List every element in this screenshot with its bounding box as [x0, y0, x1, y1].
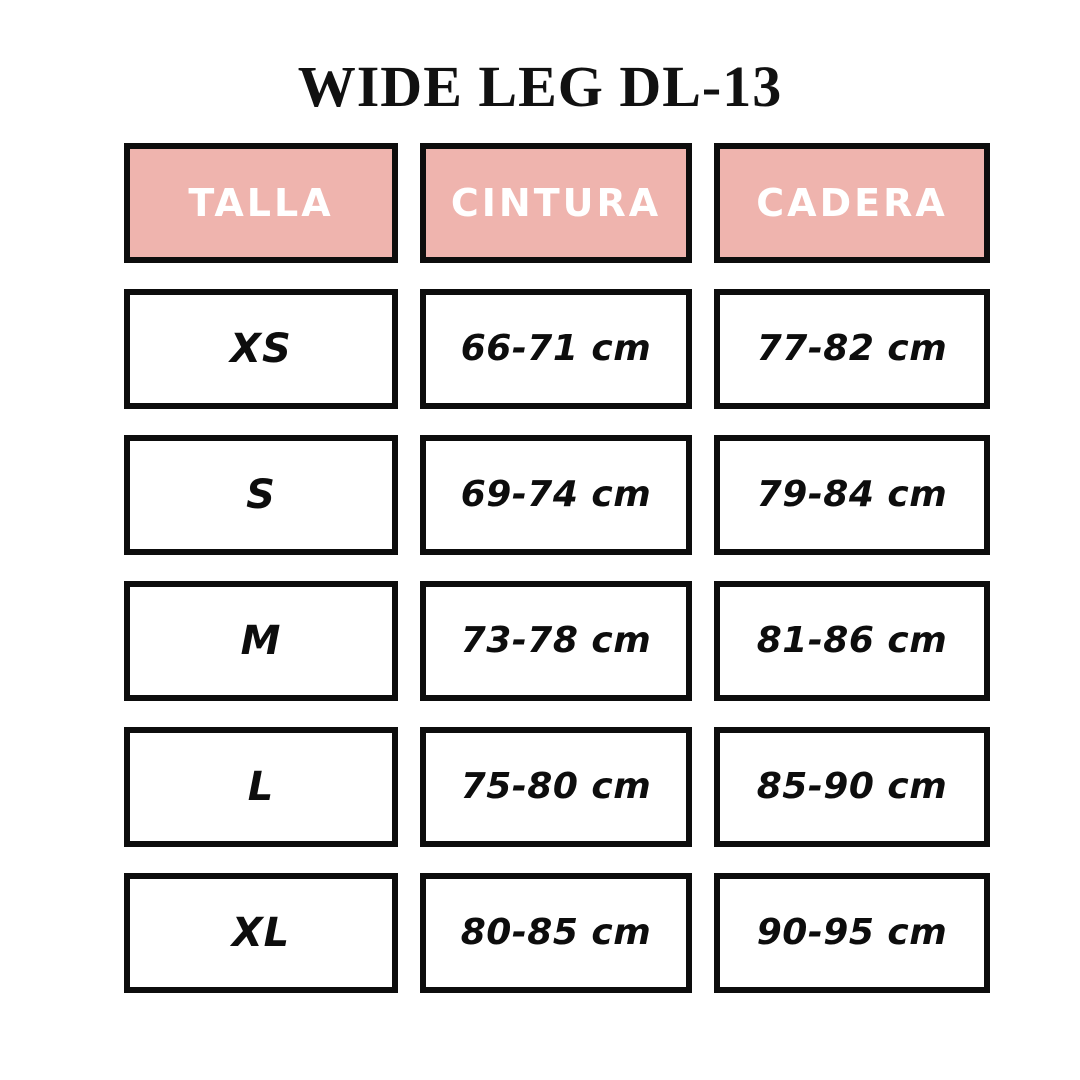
- size-label: L: [247, 764, 275, 810]
- table-row: L: [124, 727, 398, 847]
- table-row: 69-74 cm: [420, 435, 692, 555]
- table-row: XL: [124, 873, 398, 993]
- table-row: M: [124, 581, 398, 701]
- hip-value: 79-84 cm: [756, 474, 948, 515]
- size-label: XS: [230, 326, 292, 372]
- column-header-label: CADERA: [756, 181, 948, 225]
- table-row: 81-86 cm: [714, 581, 990, 701]
- table-row: 77-82 cm: [714, 289, 990, 409]
- size-label: M: [240, 618, 282, 664]
- table-header-cell-talla: TALLA: [124, 143, 398, 263]
- hip-value: 81-86 cm: [756, 620, 948, 661]
- table-header-cell-cintura: CINTURA: [420, 143, 692, 263]
- column-header-label: TALLA: [188, 181, 334, 225]
- size-label: XL: [231, 910, 291, 956]
- table-row: 80-85 cm: [420, 873, 692, 993]
- table-row: 75-80 cm: [420, 727, 692, 847]
- size-chart-table: TALLA CINTURA CADERA XS 66-71 cm 77-82 c…: [124, 143, 990, 993]
- size-label: S: [246, 472, 276, 518]
- column-header-label: CINTURA: [450, 181, 662, 225]
- table-row: 79-84 cm: [714, 435, 990, 555]
- table-row: 85-90 cm: [714, 727, 990, 847]
- table-row: S: [124, 435, 398, 555]
- hip-value: 77-82 cm: [756, 328, 948, 369]
- hip-value: 90-95 cm: [756, 912, 948, 953]
- table-row: XS: [124, 289, 398, 409]
- waist-value: 69-74 cm: [460, 474, 652, 515]
- page-title: WIDE LEG DL-13: [297, 54, 783, 119]
- table-row: 73-78 cm: [420, 581, 692, 701]
- waist-value: 73-78 cm: [460, 620, 652, 661]
- hip-value: 85-90 cm: [756, 766, 948, 807]
- waist-value: 75-80 cm: [460, 766, 652, 807]
- waist-value: 80-85 cm: [460, 912, 652, 953]
- waist-value: 66-71 cm: [460, 328, 652, 369]
- table-row: 90-95 cm: [714, 873, 990, 993]
- table-row: 66-71 cm: [420, 289, 692, 409]
- table-header-cell-cadera: CADERA: [714, 143, 990, 263]
